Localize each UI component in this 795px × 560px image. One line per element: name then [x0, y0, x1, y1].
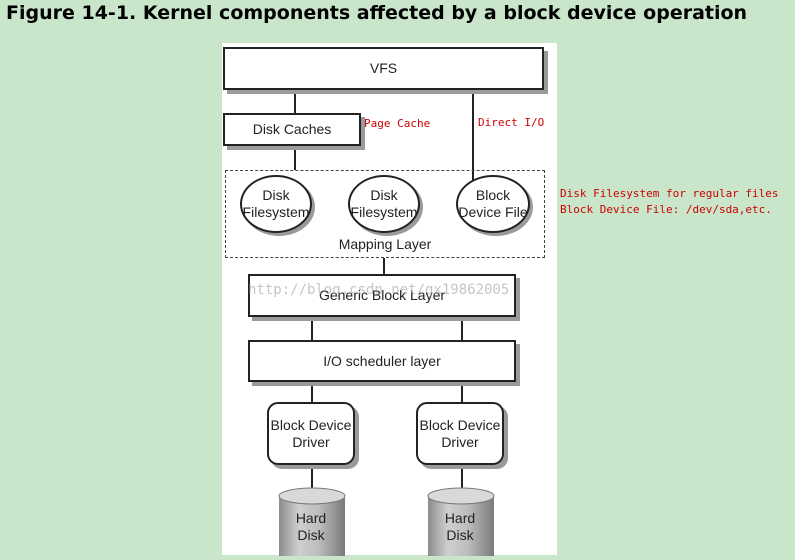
block-device-driver-2: Block Device Driver [416, 402, 504, 465]
disk-filesystem-ellipse-2: Disk Filesystem [348, 175, 420, 233]
line-direct-io [472, 90, 474, 180]
page-cache-annotation: Page Cache [364, 117, 431, 130]
io-scheduler-layer-box: I/O scheduler layer [248, 340, 516, 382]
line-io-to-driver-right [461, 382, 463, 402]
hard-disk-cylinder-2 [427, 487, 495, 556]
vfs-box: VFS [223, 47, 544, 90]
generic-block-layer-box: Generic Block Layer [248, 274, 516, 317]
disk-filesystem-note: Disk Filesystem for regular files [560, 187, 779, 200]
line-generic-to-io-right [461, 317, 463, 341]
hard-disk-cylinder-1 [278, 487, 346, 556]
line-mapping-to-generic [383, 258, 385, 274]
line-generic-to-io-left [311, 317, 313, 341]
line-vfs-to-caches [294, 90, 296, 114]
line-driver-to-disk-right [461, 465, 463, 489]
figure-title: Figure 14-1. Kernel components affected … [6, 2, 748, 24]
mapping-layer-label: Mapping Layer [338, 236, 432, 252]
hard-disk-label-2: Hard Disk [444, 510, 476, 543]
line-driver-to-disk-left [311, 465, 313, 489]
mapping-layer-region [225, 170, 545, 258]
block-device-driver-1: Block Device Driver [267, 402, 355, 465]
direct-io-annotation: Direct I/O [478, 116, 545, 129]
line-io-to-driver-left [311, 382, 313, 402]
disk-caches-box: Disk Caches [223, 113, 361, 146]
watermark: http://blog.csdn.net/gx19862005 [248, 282, 510, 298]
disk-filesystem-ellipse-1: Disk Filesystem [240, 175, 312, 233]
line-caches-to-mapping [294, 146, 296, 170]
hard-disk-label-1: Hard Disk [295, 510, 327, 543]
block-device-file-note: Block Device File: /dev/sda,etc. [560, 203, 772, 216]
block-device-file-ellipse: Block Device File [456, 175, 530, 233]
